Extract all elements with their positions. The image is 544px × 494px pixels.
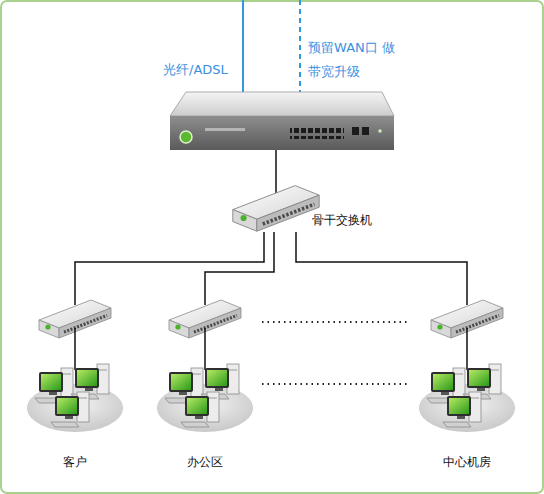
- node-label: 骨干交换机: [312, 213, 372, 227]
- node-label: 中心机房: [419, 455, 515, 469]
- backbone-switch: 骨干交换机: [232, 176, 372, 232]
- annotation-label: 预留WAN口 做带宽升级: [308, 36, 396, 84]
- workstation-group: 客户: [27, 305, 123, 475]
- workstation-group: 办公区: [157, 305, 253, 475]
- network-cable: [75, 232, 264, 305]
- network-cable: [296, 232, 467, 305]
- annotation-label: 光纤/ADSL: [163, 58, 243, 82]
- node-label: 客户: [27, 455, 123, 469]
- node-label: 办公区: [157, 455, 253, 469]
- network-cable: [205, 232, 274, 305]
- workstation-group: 中心机房: [419, 305, 515, 475]
